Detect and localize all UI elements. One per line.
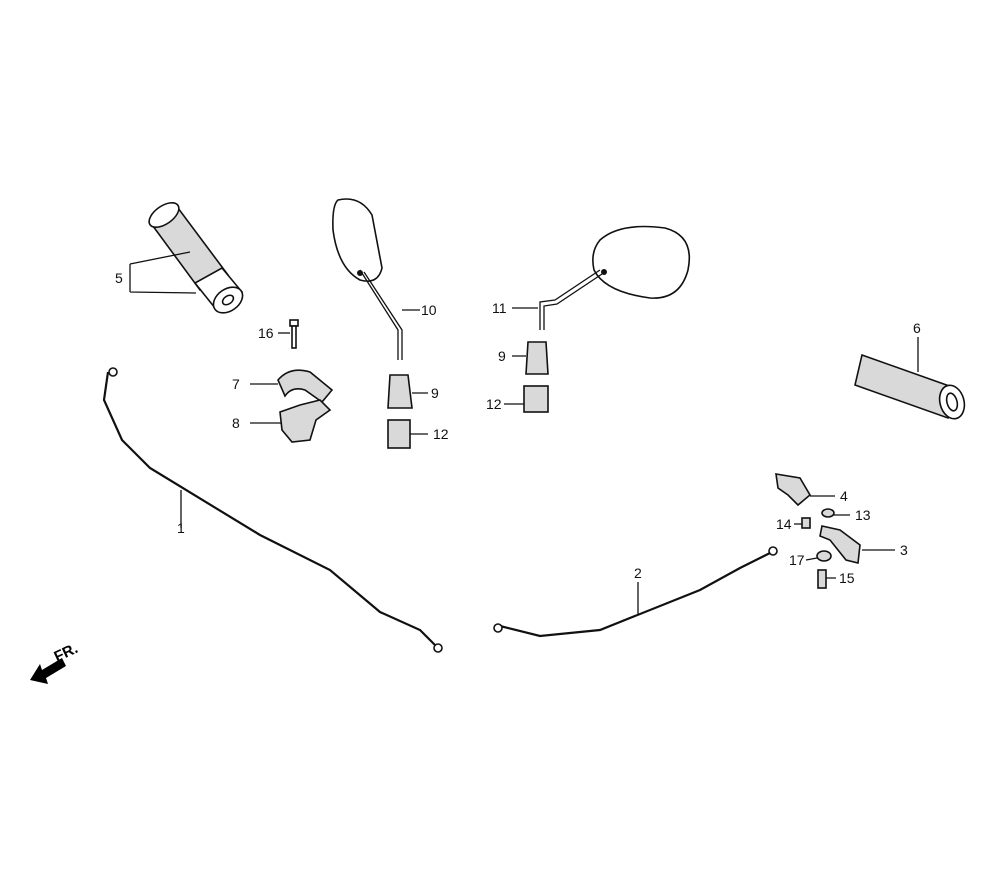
callout-13: 13 (855, 507, 871, 523)
part-adapter-left (387, 374, 428, 449)
callout-3: 3 (900, 542, 908, 558)
callout-9-right: 9 (498, 348, 506, 364)
callout-10: 10 (421, 302, 437, 318)
callout-4: 4 (840, 488, 848, 504)
front-direction-arrow: FR. (30, 640, 81, 684)
callout-11: 11 (492, 300, 507, 316)
callout-17: 17 (789, 552, 805, 568)
part-left-grip (129, 201, 244, 314)
callout-14: 14 (776, 516, 792, 532)
part-adapter-right (504, 341, 549, 413)
callout-16: 16 (258, 325, 274, 341)
callout-9-left: 9 (431, 385, 439, 401)
callout-7: 7 (232, 376, 240, 392)
callout-15: 15 (839, 570, 855, 586)
callout-12-right: 12 (486, 396, 502, 412)
arrow-icon (30, 658, 66, 684)
part-right-grip (854, 337, 966, 420)
callout-8: 8 (232, 415, 240, 431)
part-left-mirror (332, 198, 420, 360)
part-holder (250, 369, 334, 443)
fr-label: FR. (52, 640, 81, 666)
callout-5: 5 (115, 270, 123, 286)
callout-2: 2 (634, 565, 642, 581)
part-cable-2 (493, 546, 778, 638)
callout-12-left: 12 (433, 426, 449, 442)
callout-1: 1 (177, 520, 185, 536)
part-screw-16 (278, 319, 299, 349)
part-cable-1 (102, 367, 443, 653)
part-bracket-assembly (775, 473, 895, 589)
callout-6: 6 (913, 320, 921, 336)
part-right-mirror (512, 225, 690, 330)
